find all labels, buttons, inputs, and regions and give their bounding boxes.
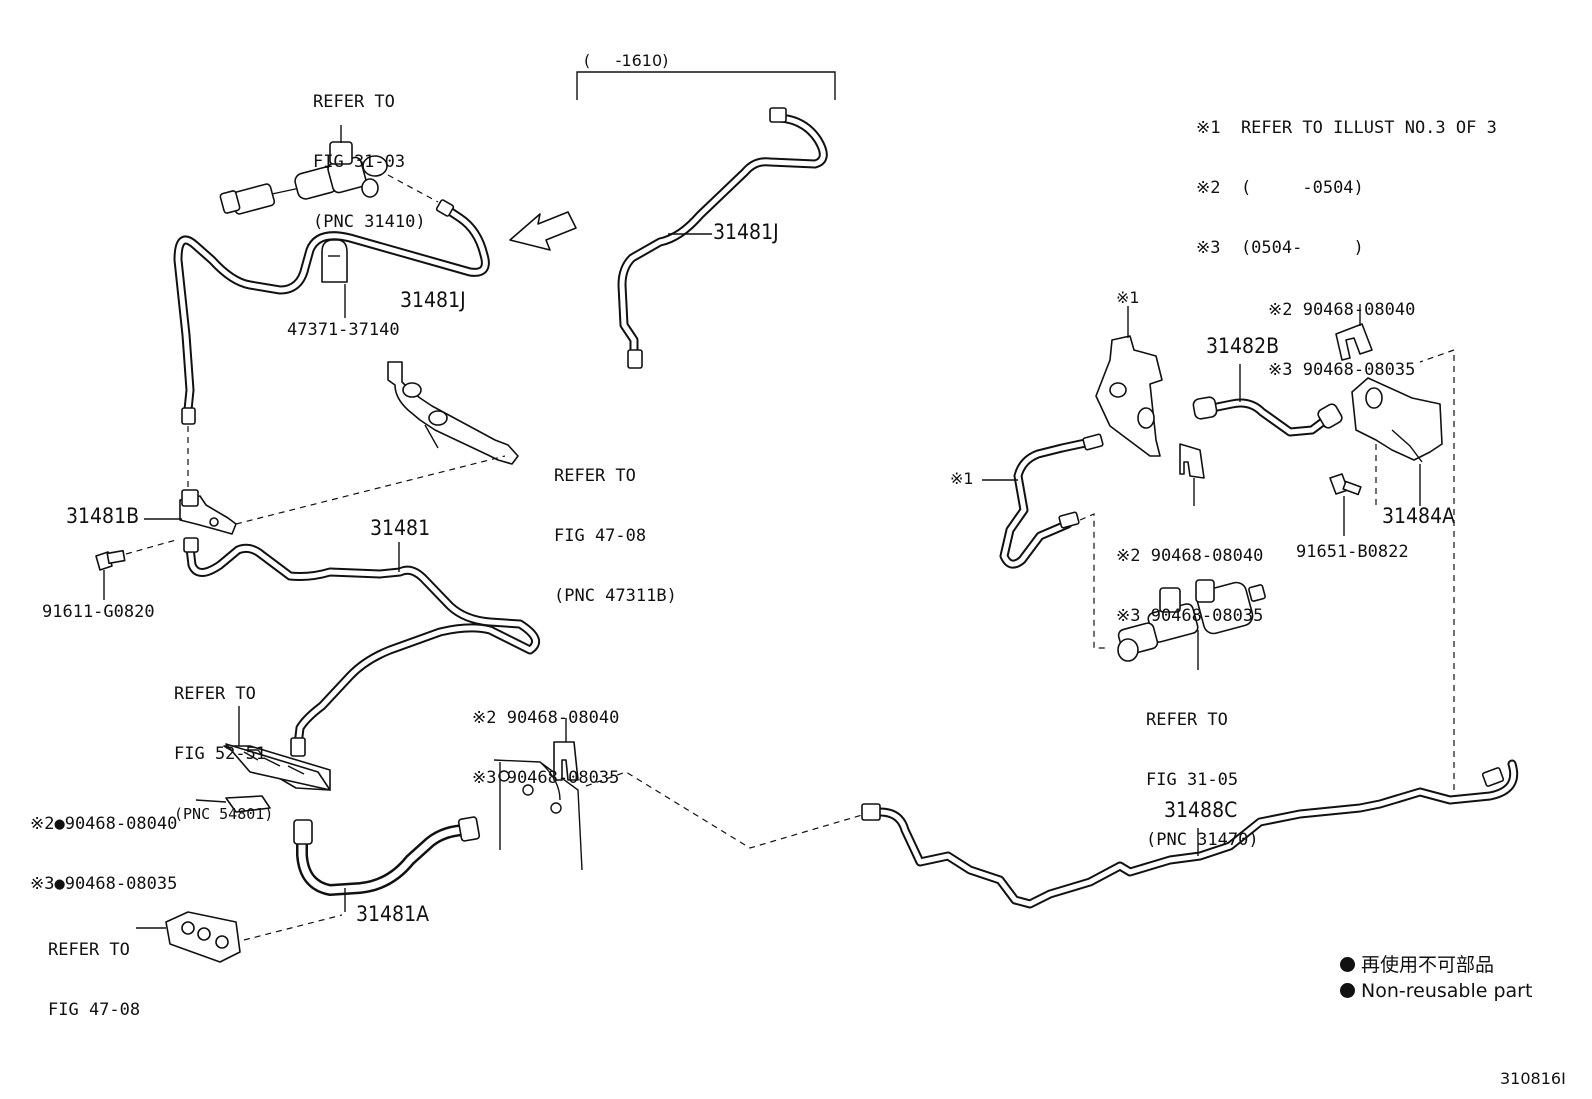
part-91611-G0820: 91611-G0820 — [42, 602, 155, 622]
part-31482B: 31482B — [1206, 334, 1280, 358]
clip-code: ※3 90468-08035 — [472, 768, 620, 788]
pipe-31481J-upper — [173, 199, 490, 425]
part-31484A: 31484A — [1382, 504, 1456, 528]
part-31481J-upper: 31481J — [400, 288, 466, 312]
legend-en-text: Non-reusable part — [1361, 980, 1533, 1002]
clip-code: ※2 90468-08040 — [1116, 546, 1264, 566]
legend-en: Non-reusable part — [1340, 981, 1532, 1001]
bracket-x1 — [1095, 335, 1163, 457]
clip-code: ※2●90468-08040 — [30, 814, 178, 834]
bolt-91611 — [95, 549, 126, 571]
clutch-release-cylinder — [1117, 579, 1266, 662]
dash-tube-bracket — [1419, 349, 1455, 790]
clip-center-label: ※2 90468-08040 ※3 90468-08035 — [472, 668, 619, 808]
clip-right-top-label: ※2 90468-08040 ※3 90468-08035 — [1268, 260, 1415, 400]
ref-line: (PNC 47311B) — [554, 586, 677, 606]
notes: ※1 REFER TO ILLUST NO.3 OF 3 ※2 ( -0504)… — [1196, 78, 1497, 278]
pipe-31481 — [183, 537, 541, 757]
part-91651-B0822: 91651-B0822 — [1296, 542, 1409, 562]
part-31481B: 31481B — [66, 504, 140, 528]
ref-line: (PNC 31470) — [1146, 830, 1259, 850]
clip-center — [553, 741, 579, 781]
ref-line: REFER TO — [1146, 710, 1228, 730]
bracket-31484A — [1351, 377, 1443, 510]
ref-fig-52-51: REFER TO FIG 52-51 (PNC 54801) — [174, 644, 273, 844]
dash-clamp-hose — [243, 914, 343, 941]
leader-clip-left — [195, 799, 227, 803]
ref-fig-31-03: REFER TO FIG 31-03 (PNC 31410) — [313, 52, 426, 252]
ref-fig-31-05: REFER TO FIG 31-05 (PNC 31470) — [1146, 670, 1259, 870]
ref-line: REFER TO — [554, 466, 636, 486]
clip-right-top — [1335, 323, 1373, 361]
clamp-47371 — [321, 239, 348, 283]
date-range-bracket — [576, 71, 836, 100]
ref-line: (PNC 31410) — [313, 212, 426, 232]
ref-line: REFER TO — [313, 92, 395, 112]
clip-code: ※3 90468-08035 — [1116, 606, 1264, 626]
dash-x1-cyl — [1079, 513, 1108, 649]
pipe-31481J-top — [617, 107, 828, 369]
ref-line: FIG 47-08 — [554, 526, 647, 546]
ref-fig-47-08-b: REFER TO FIG 47-08 — [48, 900, 140, 1040]
ref-line: (PNC 54801) — [174, 805, 274, 823]
dash-mc-pipe — [387, 174, 439, 203]
note-3: ※3 (0504- ) — [1196, 238, 1364, 258]
dash-bolt-junction — [125, 539, 177, 555]
pipe-31482B — [1192, 396, 1343, 437]
junction-31481B — [179, 489, 237, 535]
direction-arrow — [509, 211, 577, 251]
tube-31488C — [861, 759, 1519, 909]
part-31488C: 31488C — [1164, 798, 1238, 822]
ref-line: FIG 31-03 — [313, 152, 406, 172]
legend-jp: 再使用不可部品 — [1340, 955, 1494, 975]
clip-code: ※2 90468-08040 — [472, 708, 620, 728]
bolt-91651 — [1329, 473, 1362, 496]
part-31481: 31481 — [370, 516, 431, 540]
part-31481J-top: 31481J — [713, 220, 779, 244]
clip-code: ※3●90468-08035 — [30, 874, 178, 894]
clip-right-mid — [1179, 443, 1205, 479]
clip-code: ※3 90468-08035 — [1268, 360, 1416, 380]
clip-code: ※2 90468-08040 — [1268, 300, 1416, 320]
bracket-47311B — [387, 361, 519, 465]
bullet-icon — [1340, 983, 1355, 998]
clip-left-label: ※2●90468-08040 ※3●90468-08035 — [30, 774, 177, 914]
illustration-id: 310816I — [1500, 1069, 1566, 1088]
ref-line: FIG 47-08 — [48, 1000, 141, 1020]
ref-line: FIG 31-05 — [1146, 770, 1239, 790]
part-47371-37140: 47371-37140 — [287, 320, 400, 340]
pipe-x1 — [999, 433, 1104, 569]
dash-to-tube — [585, 771, 863, 849]
dash-junction-bracket — [235, 455, 506, 525]
marker-x1-pipe: ※1 — [950, 469, 974, 488]
marker-x1-bracket: ※1 — [1116, 288, 1140, 307]
legend-jp-text: 再使用不可部品 — [1361, 954, 1495, 976]
clutch-master-cylinder — [219, 125, 388, 215]
clip-left — [225, 795, 271, 813]
note-2: ※2 ( -0504) — [1196, 178, 1364, 198]
clip-right-mid-label: ※2 90468-08040 ※3 90468-08035 — [1116, 506, 1263, 646]
note-1: ※1 REFER TO ILLUST NO.3 OF 3 — [1196, 118, 1497, 138]
ref-fig-47-08-a: REFER TO FIG 47-08 (PNC 47311B) — [554, 426, 677, 626]
ref-line: REFER TO — [174, 684, 256, 704]
clamp-bracket-lower — [165, 911, 241, 963]
date-range-top: ( -1610) — [584, 51, 669, 70]
bullet-icon — [1340, 957, 1355, 972]
hose-31481A — [293, 816, 481, 896]
ref-line: FIG 52-51 — [174, 744, 267, 764]
part-31481A: 31481A — [356, 902, 430, 926]
ref-line: REFER TO — [48, 940, 130, 960]
plate-54801 — [223, 743, 331, 791]
